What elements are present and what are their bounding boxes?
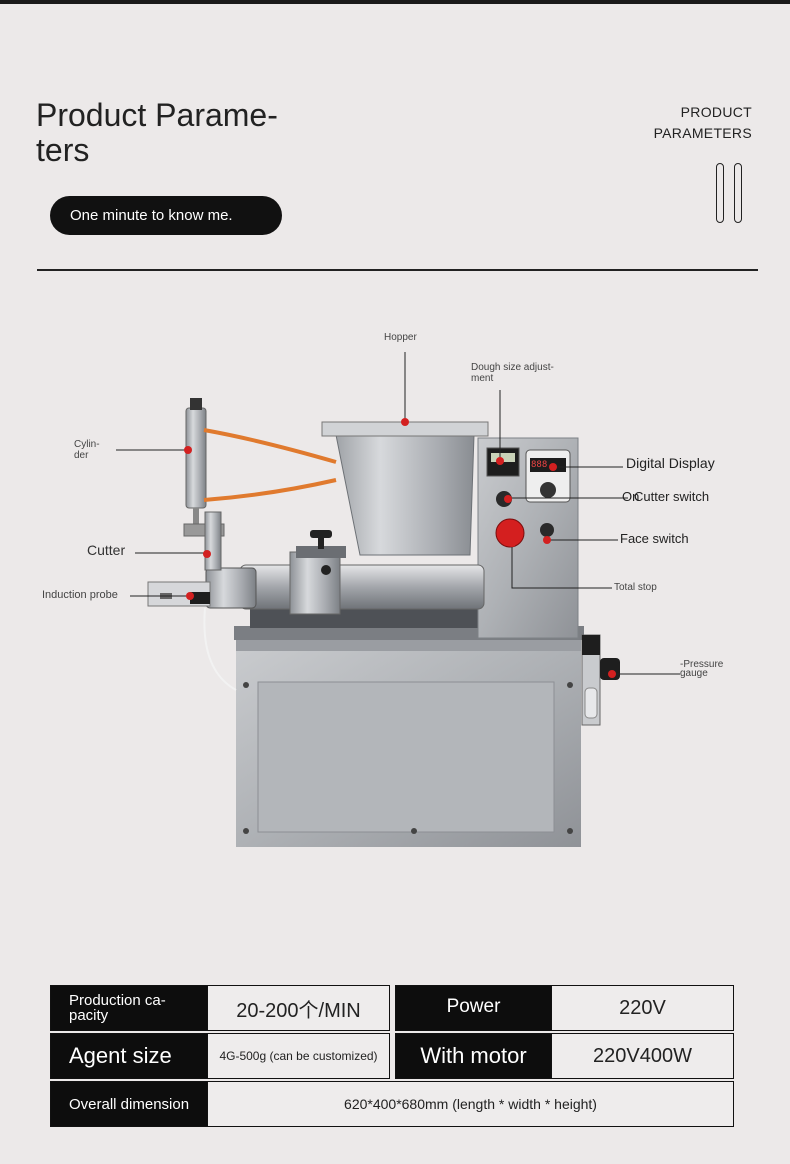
label-face-switch: Face switch	[620, 531, 689, 546]
spec-value-motor: 220V400W	[551, 1033, 734, 1079]
cutter-arm	[204, 511, 222, 571]
page-title: Product Parame- ters	[36, 97, 278, 168]
display-readout: 888	[531, 460, 548, 470]
label-hopper: Hopper	[384, 332, 417, 343]
brand-heading: PRODUCT PARAMETERS	[654, 102, 752, 144]
machine-diagram: 888 Hopper Dough size adjust- ment Cylin…	[0, 290, 790, 870]
hopper-shape	[321, 421, 489, 556]
divider-rule	[37, 269, 758, 271]
cabinet-panel	[257, 681, 555, 833]
bar-right	[734, 163, 742, 223]
air-hose-lower	[203, 478, 337, 502]
spec-label-dimension: Overall dimension	[50, 1081, 208, 1127]
label-cylinder: Cylin- der	[74, 439, 100, 461]
emergency-stop-button	[495, 518, 525, 548]
spec-label-motor: With motor	[395, 1033, 552, 1079]
spec-value-agent-size: 4G-500g (can be customized)	[207, 1033, 390, 1079]
spec-label-power: Power	[395, 985, 552, 1031]
label-cutter-switch: Cutter switch	[634, 489, 710, 504]
machine-drawing	[116, 352, 680, 847]
spec-label-agent-size: Agent size	[50, 1033, 208, 1079]
spec-label-capacity: Production ca- pacity	[50, 985, 208, 1031]
label-digital-display: Digital Display	[626, 455, 715, 471]
callout-lines	[116, 352, 680, 675]
outlet-head	[205, 567, 257, 609]
spec-value-capacity: 20-200个/MIN	[207, 985, 390, 1031]
label-dough-size: Dough size adjust- ment	[471, 362, 554, 384]
spec-value-dimension: 620*400*680mm (length * width * height)	[207, 1081, 734, 1127]
base-tray	[250, 608, 490, 628]
brand-line-1: PRODUCT	[680, 104, 752, 120]
air-hose-upper	[203, 428, 337, 464]
top-border	[0, 0, 790, 4]
tagline-pill: One minute to know me.	[50, 196, 282, 235]
extrusion-barrel	[239, 564, 485, 610]
brand-line-2: PARAMETERS	[653, 125, 752, 141]
air-cylinder	[185, 407, 207, 509]
bar-left	[716, 163, 724, 223]
label-pressure-gauge: -Pressure gauge	[680, 659, 724, 679]
label-cutter: Cutter	[87, 542, 126, 558]
decorative-bars	[715, 163, 745, 225]
label-on: On	[622, 489, 640, 504]
label-total-stop: Total stop	[614, 582, 657, 593]
marker-dots	[184, 418, 616, 678]
label-induction-probe: Induction probe	[42, 589, 118, 601]
spec-value-power: 220V	[551, 985, 734, 1031]
face-switch-knob	[540, 523, 554, 537]
